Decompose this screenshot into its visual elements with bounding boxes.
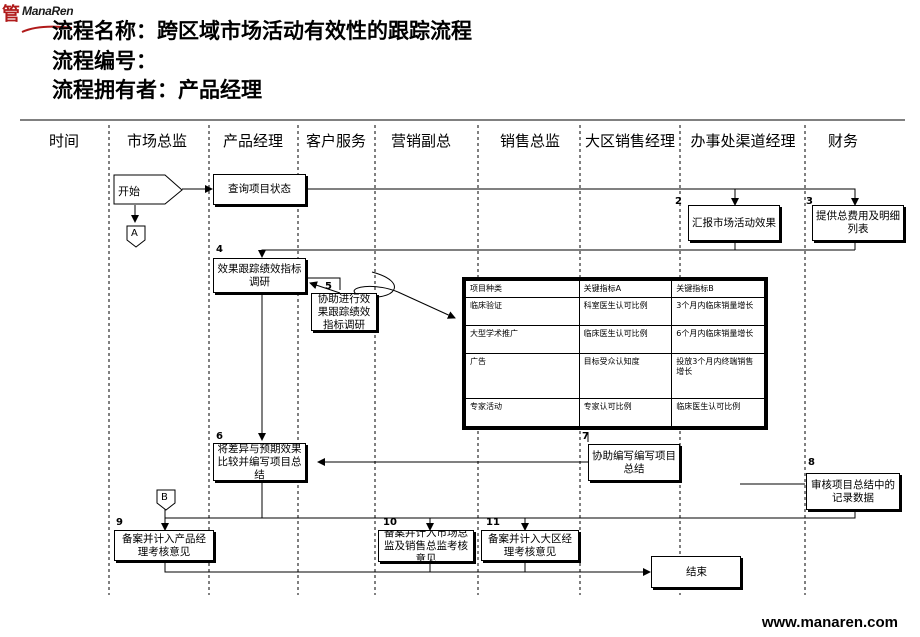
connector-b-shape: [156, 489, 176, 511]
process-name: 流程名称：跨区域市场活动有效性的跟踪流程: [52, 19, 472, 43]
query-status-box: 查询项目状态: [213, 174, 306, 205]
lane-time: 时间: [48, 132, 80, 150]
file-director-box: 备案并计入市场总监及销售总监考核意见: [378, 530, 474, 562]
table-cell: 科室医生认可比例: [578, 296, 673, 327]
table-header-row: 项目种类 关键指标A 关键指标B: [465, 280, 765, 298]
footer-url[interactable]: www.manaren.com: [761, 614, 898, 631]
table-header-cell: 关键指标A: [578, 280, 673, 298]
adjust-kpi-box: 效果跟踪绩效指标调研: [213, 258, 306, 293]
lane-customer-service: 客户服务: [305, 132, 367, 150]
table-cell: 大型学术推广: [465, 325, 580, 355]
step-number: 10: [383, 517, 397, 528]
assist-write-box: 协助编写编写项目总结: [588, 444, 680, 481]
company-logo: 管 ManaRen: [2, 0, 74, 40]
table-cell: 临床医生认可比例: [671, 397, 765, 428]
logo-brand: ManaRen: [22, 4, 74, 18]
table-cell: 专家认可比例: [578, 397, 673, 428]
step-number: 2: [675, 196, 682, 207]
file-pm-box: 备案并计入产品经理考核意见: [114, 530, 214, 561]
connector-a-label: A: [131, 228, 138, 239]
connector-b-label: B: [161, 492, 168, 503]
table-cell: 广告: [465, 353, 580, 399]
table-cell: 临床医生认可比例: [578, 325, 673, 355]
table-cell: 目标受众认知度: [578, 353, 673, 399]
report-effect-box: 汇报市场活动效果: [688, 205, 780, 241]
table-header-cell: 项目种类: [465, 280, 580, 298]
compare-summary-box: 将差异与预期效果比较并编写项目总结: [213, 443, 306, 481]
logo-swoosh-icon: [21, 25, 73, 33]
lane-product-manager: 产品经理: [222, 132, 284, 150]
table-header-cell: 关键指标B: [671, 280, 765, 298]
logo-seal: 管: [2, 4, 20, 25]
audit-data-box: 审核项目总结中的记录数据: [806, 473, 900, 510]
lane-sales-director: 销售总监: [499, 132, 561, 150]
table-cell: 临床验证: [465, 296, 580, 327]
end-box: 结束: [651, 556, 741, 588]
table-row: 临床验证 科室医生认可比例 3个月内临床销量增长: [465, 296, 765, 327]
table-cell: 6个月内临床销量增长: [671, 325, 765, 355]
table-row: 广告 目标受众认知度 投放3个月内终端销售增长: [465, 353, 765, 399]
step-number: 7: [582, 431, 589, 442]
lane-marketing-vp: 营销副总: [390, 132, 452, 150]
assist-kpi-box: 协助进行效果跟踪绩效指标调研: [311, 293, 377, 331]
lane-marketing-director: 市场总监: [126, 132, 188, 150]
lane-finance: 财务: [827, 132, 859, 150]
start-label: 开始: [118, 185, 140, 198]
process-owner: 流程拥有者：产品经理: [52, 78, 262, 102]
step-number: 9: [116, 517, 123, 528]
process-number: 流程编号：: [52, 49, 157, 73]
start-shape: [113, 174, 183, 205]
kpi-table: 项目种类 关键指标A 关键指标B 临床验证 科室医生认可比例 3个月内临床销量增…: [462, 277, 768, 430]
lane-office-channel-manager: 办事处渠道经理: [690, 132, 796, 150]
table-row: 专家活动 专家认可比例 临床医生认可比例: [465, 397, 765, 428]
file-region-box: 备案并计入大区经理考核意见: [481, 530, 579, 561]
step-number: 8: [808, 457, 815, 468]
step-number: 5: [325, 281, 332, 292]
lane-regional-sales-manager: 大区销售经理: [584, 132, 676, 150]
step-number: 6: [216, 431, 223, 442]
table-row: 大型学术推广 临床医生认可比例 6个月内临床销量增长: [465, 325, 765, 355]
step-number: 3: [806, 196, 813, 207]
table-cell: 专家活动: [465, 397, 580, 428]
step-number: 11: [486, 517, 500, 528]
cost-detail-box: 提供总费用及明细列表: [812, 205, 904, 241]
table-cell: 3个月内临床销量增长: [671, 296, 765, 327]
table-cell: 投放3个月内终端销售增长: [671, 353, 765, 399]
step-number: 4: [216, 244, 223, 255]
connector-a-shape: [126, 225, 146, 248]
